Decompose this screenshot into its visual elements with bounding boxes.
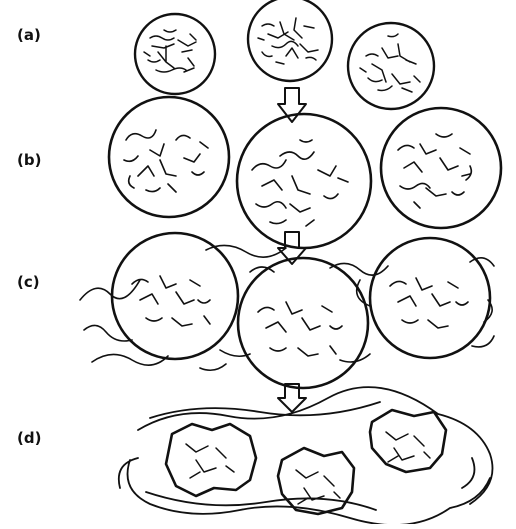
particle-d1 — [166, 424, 256, 496]
stage-b-particles — [109, 97, 501, 248]
particle-b2 — [237, 114, 371, 248]
particle-c2 — [238, 258, 368, 388]
stage-label-a: (a) — [17, 26, 41, 44]
particle-b3 — [381, 108, 501, 228]
particle-b1 — [109, 97, 229, 217]
stage-d-network — [119, 387, 493, 524]
particle-c3 — [370, 238, 490, 358]
outer-network-lines — [119, 387, 493, 524]
escaping-chains-c — [80, 245, 494, 370]
particle-a3 — [348, 23, 434, 109]
particle-d3 — [370, 410, 446, 472]
particle-a2 — [248, 0, 332, 81]
particle-a1 — [135, 14, 215, 94]
particle-d2 — [278, 448, 354, 514]
stage-label-c: (c) — [17, 273, 40, 291]
stage-label-b: (b) — [17, 151, 41, 169]
stage-c-particles — [80, 233, 494, 388]
stage-label-d: (d) — [17, 429, 41, 447]
